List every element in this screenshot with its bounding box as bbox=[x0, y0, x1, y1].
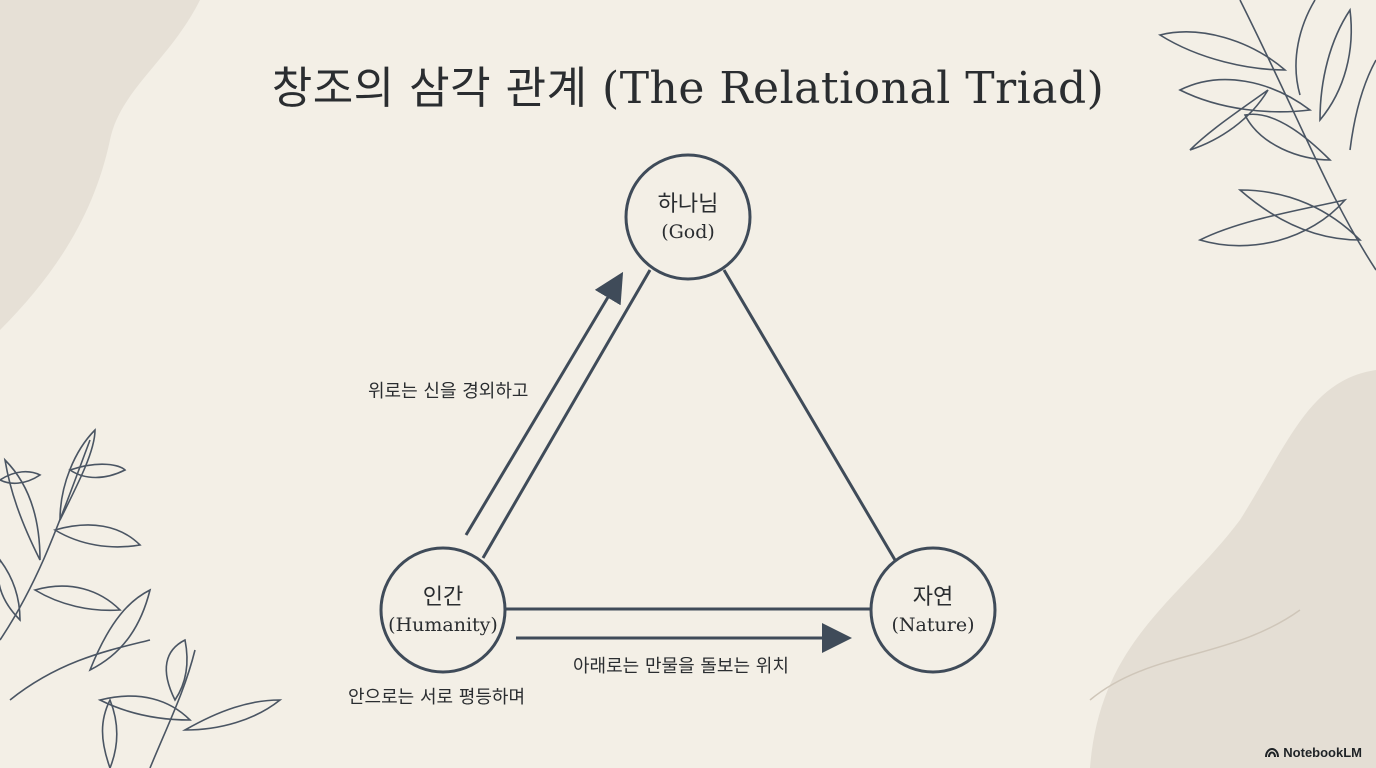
page-title: 창조의 삼각 관계 (The Relational Triad) bbox=[271, 63, 1105, 114]
node-god bbox=[624, 153, 752, 281]
edge-label-inward: 안으로는 서로 평등하며 bbox=[348, 687, 526, 708]
watercolor-wash-bottom-right bbox=[1090, 370, 1376, 768]
node-god-ko: 하나님 bbox=[657, 192, 719, 217]
notebooklm-logo-icon bbox=[1265, 747, 1280, 757]
node-humanity-en: (Humanity) bbox=[388, 614, 498, 636]
edge-god-nature bbox=[722, 269, 897, 561]
node-humanity-ko: 인간 bbox=[422, 585, 464, 610]
edge-label-upward: 위로는 신을 경외하고 bbox=[368, 381, 529, 402]
node-nature-en: (Nature) bbox=[891, 614, 975, 636]
node-god-en: (God) bbox=[661, 221, 715, 243]
edge-label-downward: 아래로는 만물을 돌보는 위치 bbox=[573, 656, 789, 677]
node-nature bbox=[869, 546, 997, 674]
edge-humanity-god bbox=[481, 269, 652, 559]
leaves-bottom-left-icon bbox=[0, 428, 283, 768]
node-nature-ko: 자연 bbox=[912, 585, 954, 610]
arrow-upward bbox=[464, 271, 624, 536]
node-humanity-label: 인간 (Humanity) bbox=[343, 584, 543, 638]
node-god-label: 하나님 (God) bbox=[588, 191, 788, 245]
brand-label: NotebookLM bbox=[1283, 745, 1362, 760]
node-humanity bbox=[379, 546, 507, 674]
leaves-top-right-icon bbox=[1157, 0, 1376, 271]
node-nature-label: 자연 (Nature) bbox=[833, 584, 1033, 638]
brand-badge: NotebookLM bbox=[1265, 745, 1362, 760]
watercolor-wash-top-left bbox=[0, 0, 200, 330]
